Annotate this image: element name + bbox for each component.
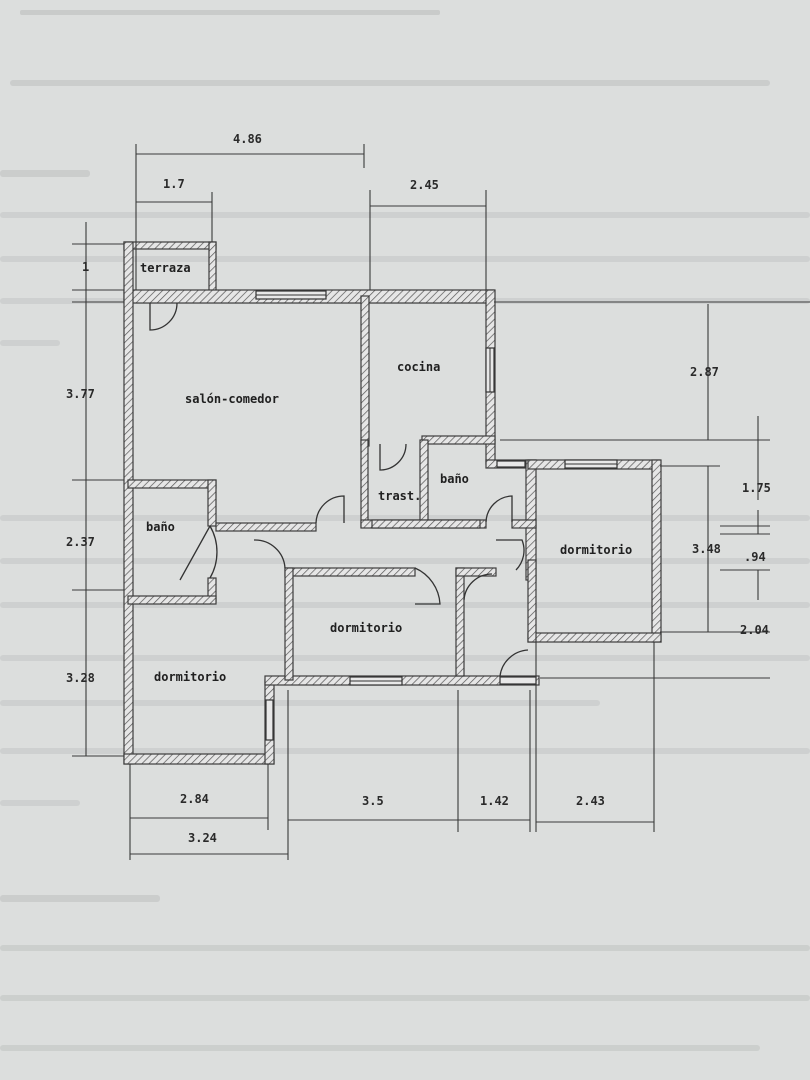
dimensions-right: 2.87 1.75 .94 3.48 2.04 xyxy=(494,301,810,679)
dim-top-terraza: 1.7 xyxy=(163,177,185,191)
dim-right-1: 1.75 xyxy=(742,481,771,495)
room-label-bano-left: baño xyxy=(146,520,175,534)
room-label-salon-comedor: salón-comedor xyxy=(185,392,279,406)
room-label-dormitorio-center: dormitorio xyxy=(330,621,402,635)
room-label-bano-center: baño xyxy=(440,472,469,486)
room-label-trastero: trast. xyxy=(378,489,421,503)
dim-left-salon: 3.77 xyxy=(66,387,95,401)
dim-bottom-1: 2.84 xyxy=(180,792,209,806)
dim-bottom-3: 1.42 xyxy=(480,794,509,808)
windows xyxy=(255,290,618,741)
dim-left-dormitorio: 3.28 xyxy=(66,671,95,685)
dim-top-cocina: 2.45 xyxy=(410,178,439,192)
room-label-dormitorio-left: dormitorio xyxy=(154,670,226,684)
room-label-terraza: terraza xyxy=(140,261,191,275)
dim-bottom-total: 3.24 xyxy=(188,831,217,845)
room-labels: terraza salón-comedor cocina baño trast.… xyxy=(140,261,632,684)
dim-right-cocina: 2.87 xyxy=(690,365,719,379)
dim-bottom-2: 3.5 xyxy=(362,794,384,808)
walls xyxy=(123,241,662,765)
doors xyxy=(149,302,529,677)
dim-right-3: 2.04 xyxy=(740,623,769,637)
dim-left-bano: 2.37 xyxy=(66,535,95,549)
dim-right-total: 3.48 xyxy=(692,542,721,556)
dim-left-terraza: 1 xyxy=(82,260,89,274)
background-text-lines xyxy=(0,10,810,1051)
room-label-dormitorio-right: dormitorio xyxy=(560,543,632,557)
dimensions-left: 1 3.77 2.37 3.28 xyxy=(66,222,124,757)
room-label-cocina: cocina xyxy=(397,360,440,374)
dimensions-top: 4.86 1.7 2.45 xyxy=(135,132,487,290)
dim-top-total: 4.86 xyxy=(233,132,262,146)
dim-bottom-4: 2.43 xyxy=(576,794,605,808)
dimensions-bottom: 2.84 3.5 1.42 2.43 3.24 xyxy=(129,642,655,860)
dim-right-2: .94 xyxy=(744,550,766,564)
